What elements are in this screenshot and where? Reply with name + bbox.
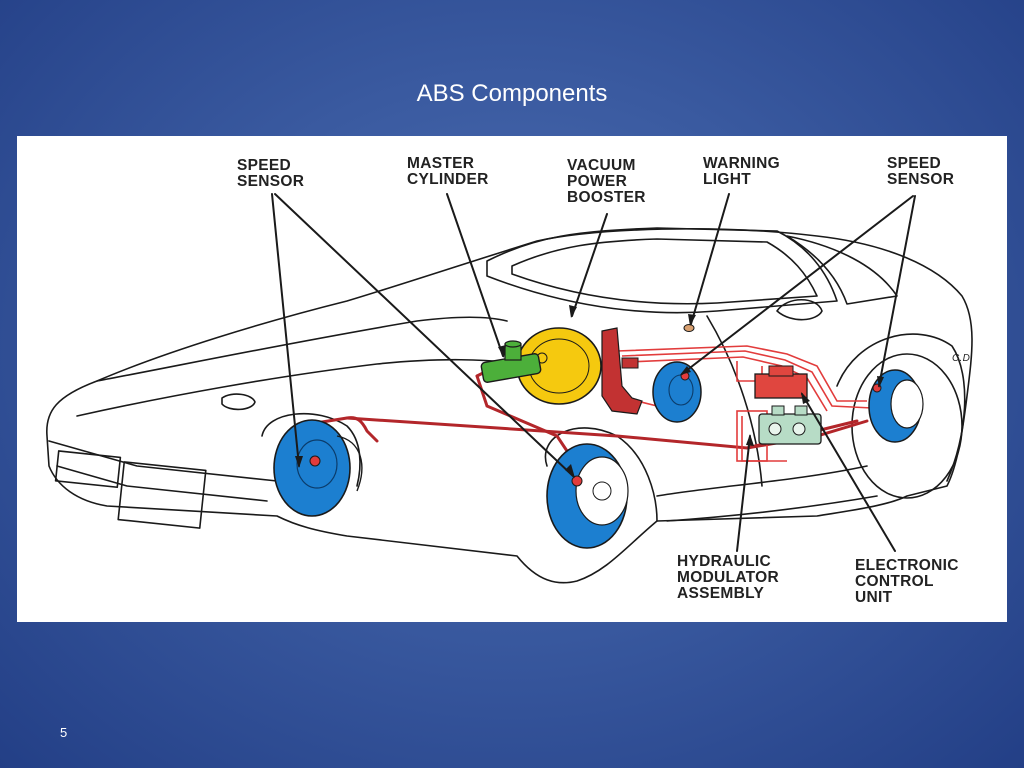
electronic-control-unit-box — [754, 373, 808, 399]
label-vacuum-power-booster: VACUUM POWER BOOSTER — [567, 157, 646, 206]
wheel-hub-front-right — [546, 443, 629, 549]
wheel-hub-rear-right — [868, 369, 924, 443]
car-illustration — [46, 193, 973, 584]
relay-box — [621, 357, 639, 369]
label-speed-sensor-left: SPEED SENSOR — [237, 157, 305, 190]
leader-speed-sensor-right-a — [681, 195, 914, 375]
abs-diagram: SPEED SENSOR MASTER CYLINDER VACUUM POWE… — [17, 136, 1007, 622]
label-master-cylinder: MASTER CYLINDER — [407, 155, 489, 188]
leader-speed-sensor-left-a — [271, 193, 300, 467]
label-hydraulic-modulator: HYDRAULIC MODULATOR ASSEMBLY — [677, 553, 780, 602]
wheel-hub-rear-left — [652, 361, 702, 423]
wiring-harness-1 — [616, 345, 867, 402]
warning-light — [683, 324, 695, 332]
windshield-inner — [511, 238, 818, 305]
leader-warning-light — [690, 193, 730, 325]
leader-ecu — [801, 393, 896, 552]
leader-hydraulic-modulator — [736, 435, 751, 552]
wheel-hub-front-left — [273, 419, 363, 517]
front-grille — [54, 450, 122, 489]
leader-speed-sensor-right-b — [878, 195, 916, 387]
headlight-panel — [117, 461, 207, 529]
hood-emblem — [221, 393, 256, 411]
car-badge: C.D — [952, 353, 971, 364]
car-body-outline — [46, 228, 973, 584]
hood-line — [96, 316, 508, 382]
wiring-harness-2 — [621, 350, 873, 409]
rear-window — [786, 235, 898, 305]
hood-crease — [76, 358, 538, 417]
side-mirror — [776, 298, 823, 321]
label-speed-sensor-right: SPEED SENSOR — [887, 155, 955, 188]
leader-speed-sensor-left-b — [274, 193, 574, 477]
slide-title: ABS Components — [416, 80, 608, 107]
page-number: 5 — [60, 725, 68, 740]
front-left-arch — [261, 412, 361, 487]
leader-master-cylinder — [446, 193, 504, 357]
door-line — [706, 315, 763, 487]
brake-pedal — [601, 327, 643, 415]
label-warning-light: WARNING LIGHT — [703, 155, 781, 188]
hydraulic-modulator-unit — [758, 405, 822, 445]
side-crease — [656, 465, 868, 497]
label-electronic-control-unit: ELECTRONIC CONTROL UNIT — [855, 557, 959, 606]
windshield-outline — [486, 227, 838, 314]
rocker-panel — [666, 495, 878, 522]
leader-vacuum-booster — [571, 213, 608, 317]
